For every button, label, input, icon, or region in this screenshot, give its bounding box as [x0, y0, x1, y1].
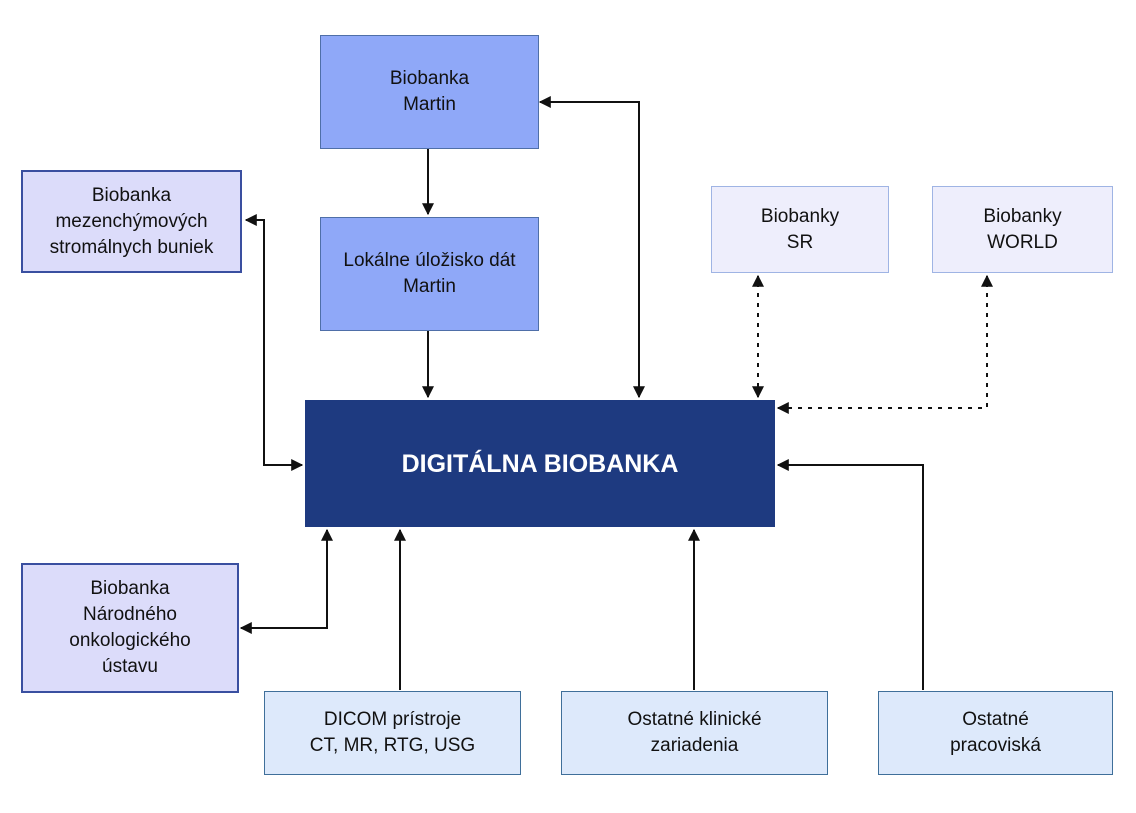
- arrow-digitalna-mezenchymovych-bidirectional: [244, 214, 304, 471]
- node-ostatne-klinicke: Ostatné klinické zariadenia: [561, 691, 828, 775]
- node-biobanky-world-line-2: WORLD: [987, 231, 1058, 253]
- node-biobanka-noi-line-1: Biobanka: [90, 578, 170, 599]
- arrow-pracoviska-to-digitalna: [776, 459, 924, 690]
- node-ostatne-klinicke-line-1: Ostatné klinické: [627, 709, 762, 730]
- node-dicom-line-2: CT, MR, RTG, USG: [309, 735, 476, 756]
- node-dicom-line-1: DICOM prístroje: [323, 709, 462, 730]
- node-ostatne-klinicke-line-2: zariadenia: [650, 735, 739, 756]
- node-biobanka-mezenchymovych: Biobanka mezenchýmových stromálnych buni…: [21, 170, 242, 273]
- arrow-digitalna-world-dotted: [776, 274, 993, 414]
- node-biobanky-world-line-1: Biobanky: [983, 205, 1062, 227]
- node-lokalne-ulozisko-line-2: Martin: [403, 276, 456, 297]
- node-biobanka-noi-line-3: onkologického: [69, 630, 191, 651]
- node-biobanka-mezenchymovych-line-3: stromálnych buniek: [49, 236, 214, 258]
- node-lokalne-ulozisko: Lokálne úložisko dát Martin: [320, 217, 539, 331]
- node-biobanky-sr-line-1: Biobanky: [760, 205, 840, 227]
- arrow-digitalna-martin-bidirectional: [538, 96, 645, 399]
- node-biobanky-sr-line-2: SR: [786, 231, 814, 253]
- node-ostatne-pracoviska-line-2: pracoviská: [950, 735, 1041, 756]
- node-biobanka-noi-line-2: Národného: [82, 604, 178, 625]
- node-digitalna-biobanka: DIGITÁLNA BIOBANKA: [305, 400, 775, 527]
- arrow-digitalna-noi-bidirectional: [239, 528, 333, 634]
- node-biobanka-martin-line-1: Biobanka: [389, 68, 470, 89]
- node-biobanka-martin: Biobanka Martin: [320, 35, 539, 149]
- node-biobanka-noi: Biobanka Národného onkologického ústavu: [21, 563, 239, 693]
- node-ostatne-pracoviska: Ostatné pracoviská: [878, 691, 1113, 775]
- node-biobanka-mezenchymovych-line-2: mezenchýmových: [55, 210, 208, 232]
- node-biobanky-world: Biobanky WORLD: [932, 186, 1113, 273]
- node-biobanky-sr: Biobanky SR: [711, 186, 889, 273]
- node-ostatne-pracoviska-line-1: Ostatné: [962, 709, 1029, 730]
- node-dicom: DICOM prístroje CT, MR, RTG, USG: [264, 691, 521, 775]
- node-digitalna-biobanka-label: DIGITÁLNA BIOBANKA: [401, 449, 679, 478]
- node-biobanka-noi-line-4: ústavu: [102, 656, 158, 677]
- node-biobanka-martin-line-2: Martin: [403, 94, 456, 115]
- node-lokalne-ulozisko-line-1: Lokálne úložisko dát: [343, 250, 516, 271]
- node-biobanka-mezenchymovych-line-1: Biobanka: [91, 184, 172, 206]
